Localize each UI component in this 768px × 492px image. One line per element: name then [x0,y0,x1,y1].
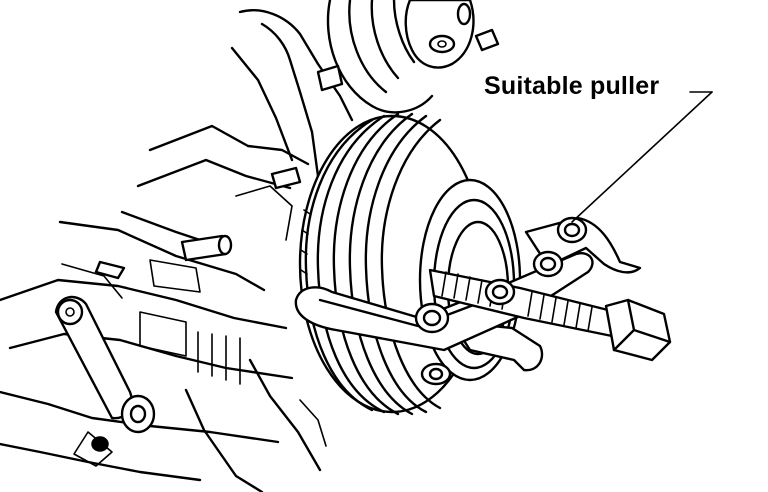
callout-leader [571,91,713,223]
engine-block [0,9,354,492]
engine-mount-bracket [54,295,156,452]
crankshaft-pulley [298,112,522,416]
puller-tool [294,216,672,386]
engine-studs [94,166,302,280]
callout-label-suitable-puller: Suitable puller [484,72,660,100]
upper-pulley [316,0,500,114]
